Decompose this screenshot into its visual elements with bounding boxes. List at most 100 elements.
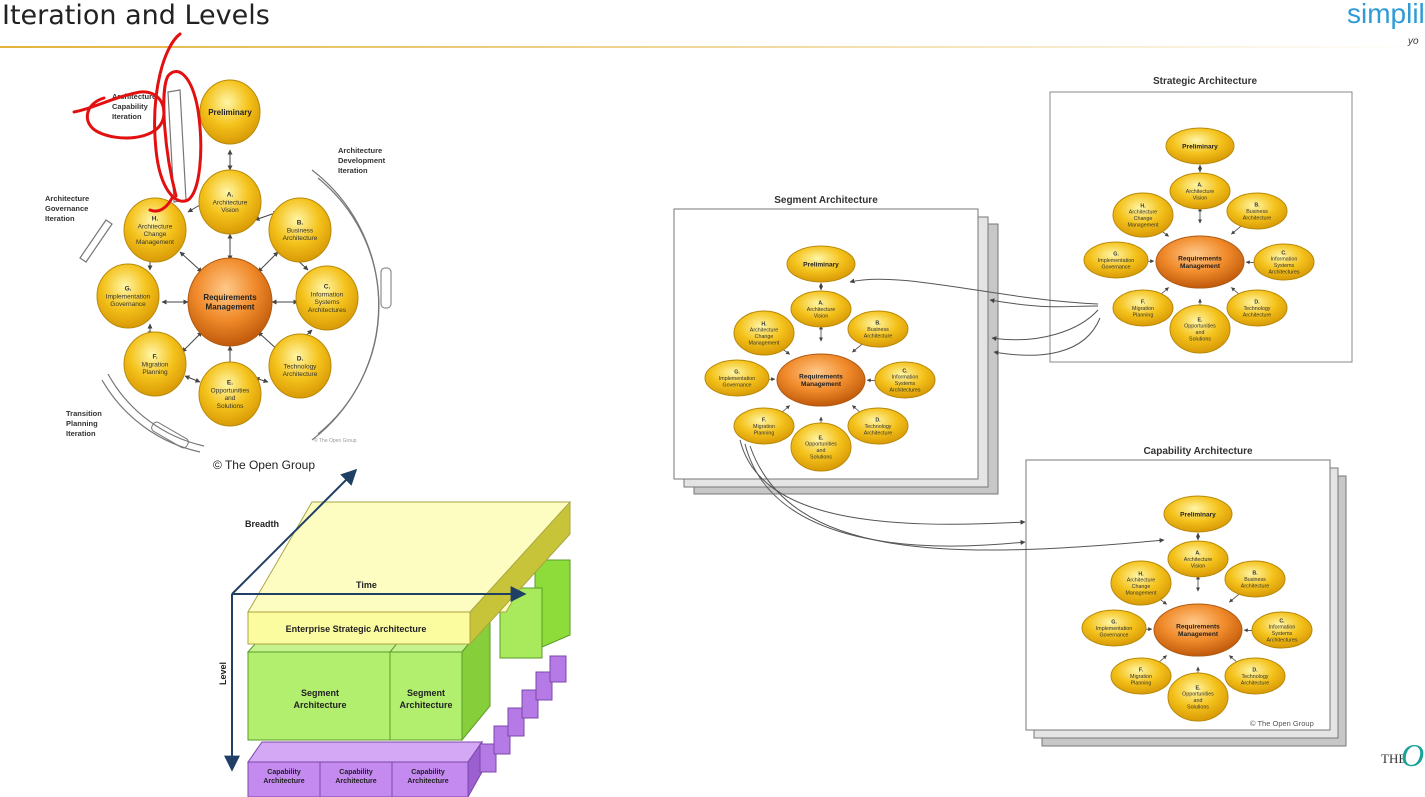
strategic-phase-RM-label: Requirements [1178, 255, 1222, 262]
segment-phase-prelim-shape [786, 245, 856, 283]
label-capability-iteration-1: Architecture [112, 92, 156, 101]
main-phase-RM-label: Requirements [203, 293, 257, 302]
capability-phase-H-label: Management [1125, 590, 1157, 596]
iteration-labels: Architecture Capability Iteration Archit… [45, 92, 386, 438]
capability-phase-A-label: A. [1195, 550, 1201, 556]
title-segment: Segment Architecture [774, 195, 878, 206]
main-phase-G-label: G. [125, 285, 132, 292]
label-enterprise: Enterprise Strategic Architecture [286, 624, 427, 634]
strategic-phase-H-label: Change [1134, 216, 1153, 222]
segment-phase-RM-label: Requirements [799, 373, 843, 380]
label-governance-iteration-2: Governance [45, 204, 88, 213]
capability-phase-F-label: F. [1139, 667, 1144, 673]
segment-phase-B-label: Architecture [864, 333, 892, 339]
main-phase-H-label: Change [144, 231, 167, 238]
brand-logo: simplile [1347, 0, 1425, 30]
segment-phase-G-label: Governance [722, 382, 751, 388]
segment-phase-D-label: Architecture [864, 430, 892, 436]
strategic-phase-E-shape [1169, 304, 1231, 354]
strategic-phase-C-label: Information [1271, 257, 1298, 263]
segment-phase-C-label: Information [892, 375, 919, 381]
main-phase-C-label: Systems [315, 299, 341, 306]
main-phase-G-shape [96, 263, 160, 329]
capability-phase-C-shape [1251, 611, 1313, 649]
capability-phase-D-label: Technology [1242, 674, 1269, 680]
label-capability-1a: Capability [267, 769, 301, 776]
strategic-cycle: PreliminaryA.ArchitectureVisionB.Busines… [1083, 127, 1315, 354]
segment-phase-E-label: Opportunities [805, 442, 837, 448]
strategic-phase-prelim-shape [1165, 127, 1235, 165]
segment-phase-B-label: B. [875, 320, 881, 326]
capability-phase-C-label: Information [1269, 625, 1296, 631]
main-phase-C-label: Information [311, 291, 344, 298]
main-phase-A-label: Vision [221, 207, 239, 214]
capability-phase-B-shape [1224, 560, 1286, 598]
label-development-iteration-1: Architecture [338, 146, 382, 155]
label-development-iteration-2: Development [338, 156, 386, 165]
main-phase-H-shape [123, 197, 187, 263]
main-phase-A-label: Architecture [213, 199, 248, 206]
segment-phase-G-label: G. [734, 369, 740, 375]
main-phase-B-label: B. [297, 219, 304, 226]
segment-phase-E-shape [790, 422, 852, 472]
main-phase-B-label: Business [287, 227, 314, 234]
label-segment-1b: Architecture [293, 700, 346, 710]
segment-phase-B-label: Business [867, 327, 889, 333]
open-group-logo-mark: O [1401, 737, 1425, 773]
segment-phase-H-shape [733, 310, 795, 356]
strategic-phase-E-label: Solutions [1189, 336, 1211, 342]
segment-phase-E-label: Solutions [810, 454, 832, 460]
segment-phase-A-label: Vision [814, 313, 828, 319]
segment-phase-prelim-label: Preliminary [803, 261, 839, 268]
capability-phase-RM-shape [1153, 603, 1243, 657]
segment-phase-H-label: Architecture [750, 328, 778, 334]
main-phase-H-label: H. [152, 216, 159, 223]
strategic-phase-E-label: and [1196, 330, 1205, 336]
strategic-phase-C-shape [1253, 243, 1315, 281]
label-development-iteration-3: Iteration [338, 166, 368, 175]
segment-phase-G-label: Implementation [719, 376, 755, 382]
segment-phase-prelim: Preliminary [786, 245, 856, 283]
mini-cycles: PreliminaryA.ArchitectureVisionB.Busines… [704, 127, 1315, 722]
main-phase-RM-label: Management [206, 303, 255, 312]
capability-phase-C-label: Architectures [1266, 637, 1297, 643]
main-phase-E-label: Solutions [217, 403, 244, 410]
strategic-phase-E-label: E. [1197, 317, 1203, 323]
strategic-phase-H-label: Architecture [1129, 210, 1157, 216]
copyright-main: © The Open Group [213, 458, 315, 472]
label-governance-iteration-3: Iteration [45, 214, 75, 223]
strategic-phase-G-label: Governance [1101, 264, 1130, 270]
main-phase-E-label: E. [227, 380, 233, 387]
capability-phase-RM-label: Requirements [1176, 623, 1220, 630]
strategic-phase-A-label: Vision [1193, 195, 1207, 201]
strategic-phase-H-label: Management [1127, 222, 1159, 228]
strategic-phase-F-label: F. [1141, 299, 1146, 305]
label-capability-iteration-3: Iteration [112, 112, 142, 121]
label-segment-2a: Segment [407, 688, 445, 698]
capability-phase-D-shape [1224, 657, 1286, 695]
segment-phase-H-label: Management [748, 340, 780, 346]
strategic-phase-F-label: Planning [1133, 312, 1154, 318]
segment-cycle: PreliminaryA.ArchitectureVisionB.Busines… [704, 245, 936, 472]
segment-phase-C-label: C. [902, 368, 908, 374]
main-phase-F-shape [123, 331, 187, 397]
strategic-phase-B-label: Architecture [1243, 215, 1271, 221]
main-phase-A-label: A. [227, 191, 234, 198]
main-phase-prelim-shape [199, 79, 261, 145]
strategic-phase-H-label: H. [1140, 203, 1146, 209]
label-governance-iteration-1: Architecture [45, 194, 89, 203]
panel-connectors [739, 278, 1165, 551]
brand-tagline: yo [1408, 36, 1419, 47]
